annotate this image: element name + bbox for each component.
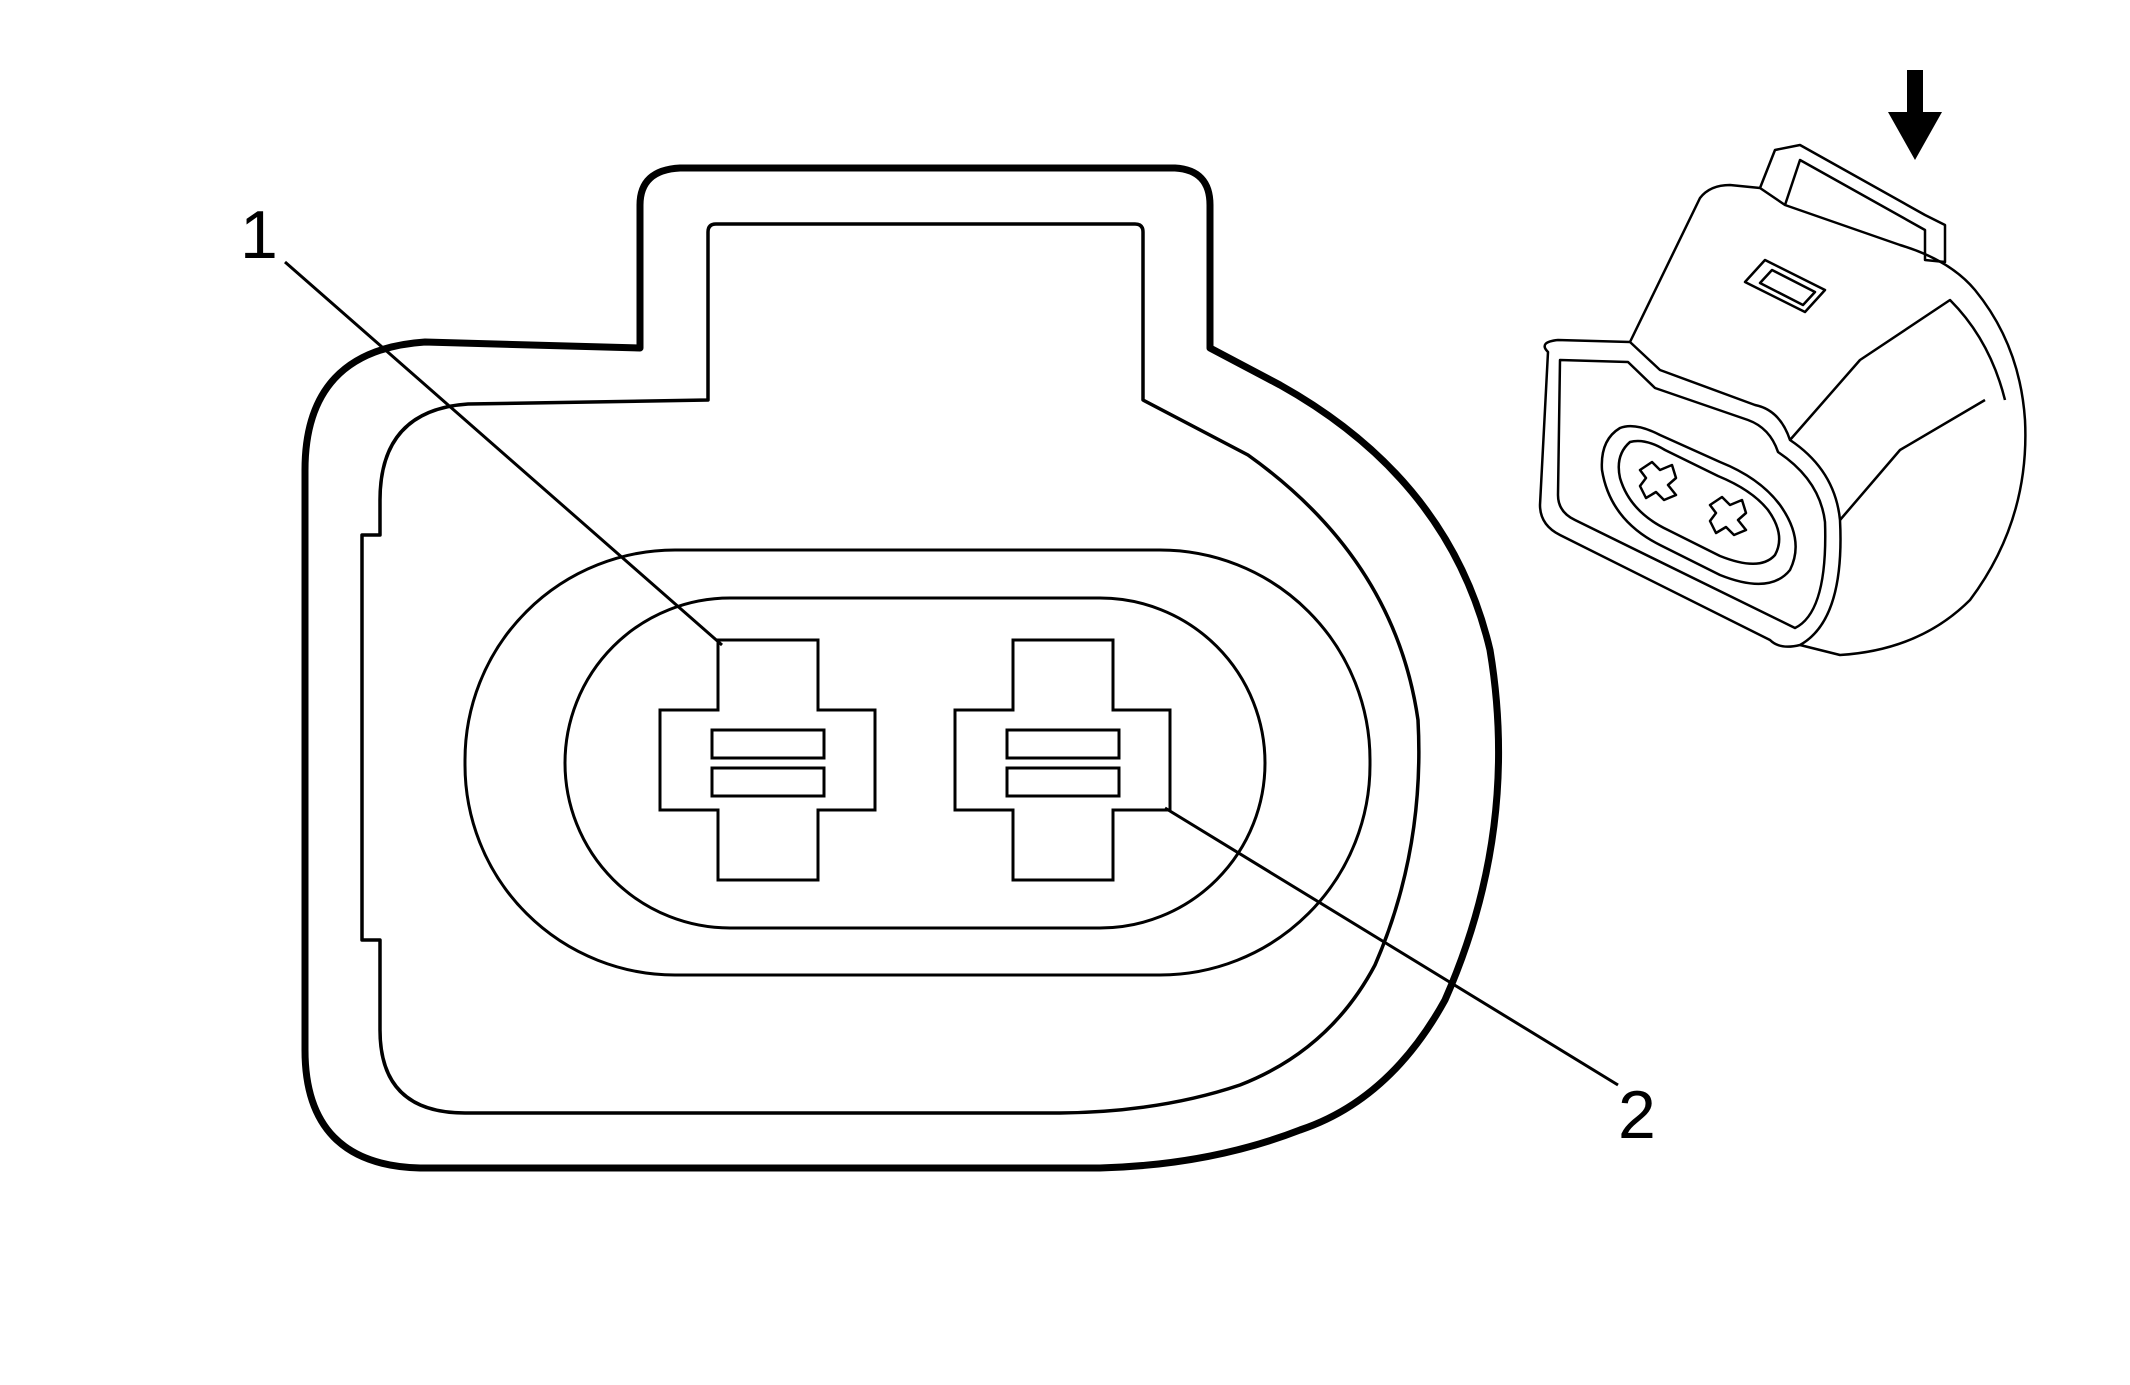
connector-3d-side-edge-2 bbox=[1839, 398, 1986, 521]
outer-seal bbox=[463, 548, 1372, 977]
connector-3d-latch bbox=[1758, 143, 1947, 264]
terminal-1-slot-upper bbox=[710, 728, 826, 760]
terminal-2 bbox=[953, 638, 1172, 882]
housing-outline bbox=[301, 164, 1503, 1172]
connector-3d-cavity-inner bbox=[1617, 439, 1781, 565]
inner-cavity bbox=[563, 596, 1267, 930]
leader-line-1 bbox=[284, 260, 723, 647]
connector-3d-side-edge bbox=[1789, 298, 2007, 441]
connector-3d-pin-2 bbox=[1708, 495, 1748, 537]
leader-line-2 bbox=[1164, 806, 1619, 1087]
connector-3d-front-face bbox=[1538, 338, 1842, 648]
connector-3d-body bbox=[1628, 183, 2027, 657]
connector-3d-cavity bbox=[1600, 424, 1797, 586]
terminal-1 bbox=[658, 638, 877, 882]
connector-3d-latch-slot-inner bbox=[1758, 268, 1817, 307]
callout-label-2: 2 bbox=[1618, 1077, 1656, 1153]
connector-face-view bbox=[284, 164, 1619, 1172]
connector-3d-pin-1 bbox=[1638, 460, 1678, 502]
terminal-1-slot-lower bbox=[710, 766, 826, 798]
housing-inner-outline bbox=[360, 222, 1421, 1115]
callout-label-1: 1 bbox=[240, 197, 278, 273]
terminal-2-slot-lower bbox=[1005, 766, 1121, 798]
terminal-2-slot-upper bbox=[1005, 728, 1121, 760]
view-direction-arrow-icon bbox=[1888, 70, 1942, 160]
connector-3d-front-lip bbox=[1556, 358, 1827, 630]
connector-3d-view bbox=[1538, 143, 2027, 657]
connector-3d-latch-slot bbox=[1743, 258, 1827, 314]
